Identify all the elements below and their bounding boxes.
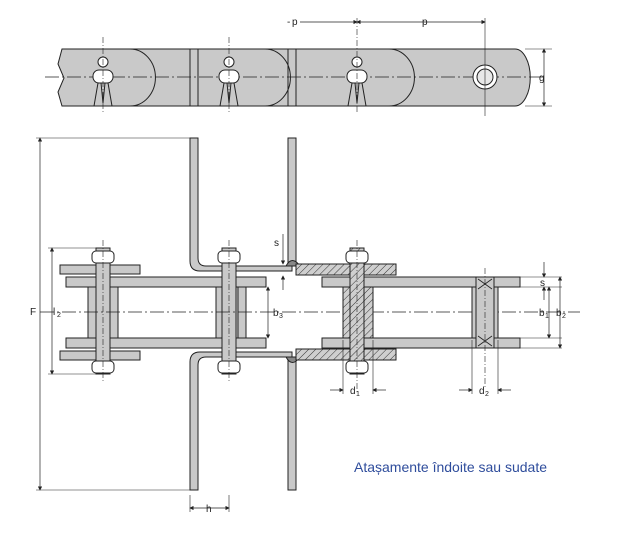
dim-p-left-prefix: - [287, 17, 290, 28]
chain-top-view [45, 18, 552, 116]
dim-b2-sub: 2 [562, 313, 566, 320]
dim-p-right: p [422, 17, 428, 28]
cotter-pin-2 [218, 37, 240, 112]
dim-s-upper: s [274, 238, 279, 249]
dim-g: g [539, 73, 545, 84]
bent-attachment-top [189, 137, 293, 272]
dim-d1-sub: 1 [356, 391, 360, 398]
dim-b1: b [539, 308, 545, 319]
chain-section-view [36, 137, 580, 512]
dim-d2-sub: 2 [485, 391, 489, 398]
dim-l2: l [53, 307, 55, 318]
cotter-pin-3 [346, 18, 368, 112]
cotter-pin-1 [92, 37, 114, 112]
bent-attachment-bottom [189, 351, 293, 491]
dim-d2: d [479, 386, 485, 397]
diagram-caption: Atașamente îndoite sau sudate [354, 459, 548, 475]
dim-b3-sub: 3 [279, 313, 283, 320]
dim-d1: d [350, 386, 356, 397]
dim-b3: b [273, 308, 279, 319]
dim-l2-sub: 2 [57, 312, 61, 319]
welded-attachment-top [287, 137, 297, 267]
dim-b2: b [556, 308, 562, 319]
dim-F: F [30, 307, 36, 318]
end-pin [472, 18, 498, 116]
chain-strip [57, 48, 531, 107]
dim-h: h [206, 504, 212, 515]
dim-b1-sub: 1 [545, 313, 549, 320]
dim-p-left: p [292, 17, 298, 28]
welded-attachment-bottom [287, 356, 297, 491]
dim-s-right: s [540, 278, 545, 289]
